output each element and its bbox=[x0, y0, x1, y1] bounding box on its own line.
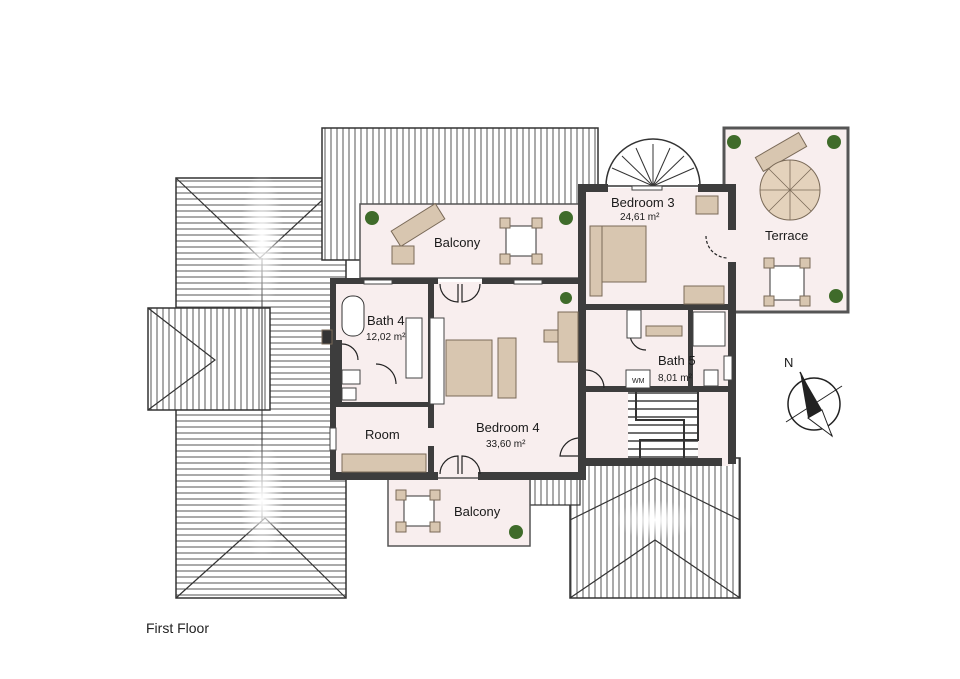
roof-left bbox=[147, 170, 347, 599]
washing-machine-label: WM bbox=[632, 378, 645, 385]
label-bath4: Bath 4 bbox=[367, 313, 405, 328]
floor-caption: First Floor bbox=[146, 620, 209, 636]
north-compass: N bbox=[784, 355, 843, 438]
label-bedroom3: Bedroom 3 bbox=[611, 195, 675, 210]
plants bbox=[365, 135, 843, 539]
label-balcony-bottom: Balcony bbox=[454, 504, 501, 519]
label-room: Room bbox=[365, 427, 400, 442]
label-terrace: Terrace bbox=[765, 228, 808, 243]
label-bedroom4: Bedroom 4 bbox=[476, 420, 540, 435]
area-bedroom3: 24,61 m² bbox=[620, 212, 660, 223]
label-bath5: Bath 5 bbox=[658, 353, 696, 368]
roof-bottom-right bbox=[569, 457, 741, 599]
staircase bbox=[628, 392, 699, 462]
furniture bbox=[321, 131, 811, 533]
doors bbox=[341, 235, 729, 475]
spiral-staircase bbox=[605, 138, 701, 187]
parasol bbox=[759, 159, 821, 221]
windows bbox=[329, 185, 733, 451]
area-bath5: 8,01 m² bbox=[658, 373, 693, 384]
area-bedroom4: 33,60 m² bbox=[486, 439, 526, 450]
area-bath4: 12,02 m² bbox=[366, 332, 406, 343]
compass-label: N bbox=[784, 355, 793, 370]
label-balcony-top: Balcony bbox=[434, 235, 481, 250]
